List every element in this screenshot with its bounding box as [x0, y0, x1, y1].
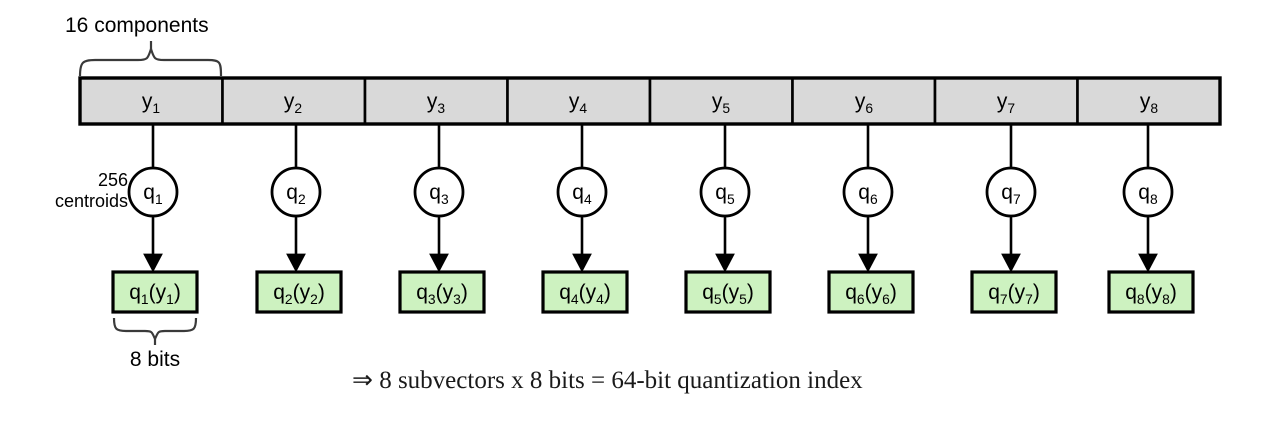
bar-cell-label-7: y7 — [997, 90, 1016, 116]
bar-cell-6[interactable] — [791, 76, 937, 126]
quantizer-label-5: q5 — [715, 181, 735, 207]
quantizer-column-4: q4 q4(y4) — [541, 124, 629, 314]
quantizer-label-4: q4 — [572, 181, 592, 207]
code-label-5: q5(y5) — [702, 281, 754, 307]
code-label-2: q2(y2) — [273, 281, 325, 307]
code-label-8: q8(y8) — [1125, 281, 1177, 307]
quantizer-label-7: q7 — [1001, 181, 1021, 207]
bar-outline — [78, 76, 1222, 126]
code-box-7[interactable] — [970, 270, 1058, 314]
code-box-4[interactable] — [541, 270, 629, 314]
bar-cell-label-3: y3 — [427, 90, 446, 116]
quantizer-label-8: q8 — [1138, 181, 1158, 207]
code-box-8[interactable] — [1107, 270, 1195, 314]
quantizer-label-6: q6 — [858, 181, 878, 207]
vector-bar: y1 y2 y3 y4 y5 y6 y7 y8 — [78, 76, 1222, 126]
bar-cell-label-6: y6 — [855, 90, 874, 116]
bar-cell-8[interactable] — [1076, 76, 1222, 126]
centroids-label-line1: 256 — [98, 170, 128, 190]
quantizer-label-1: q1 — [143, 181, 163, 207]
centroids-label-line2: centroids — [55, 191, 128, 211]
quantizer-label-2: q2 — [286, 181, 306, 207]
components-label: 16 components — [65, 14, 209, 37]
code-label-7: q7(y7) — [988, 281, 1040, 307]
code-label-3: q3(y3) — [416, 281, 468, 307]
quantizer-column-8: q8 q8(y8) — [1107, 124, 1195, 314]
bar-cell-label-5: y5 — [712, 90, 731, 116]
code-label-4: q4(y4) — [559, 281, 611, 307]
bar-cell-label-4: y4 — [569, 90, 588, 116]
bar-cell-label-1: y1 — [142, 90, 161, 116]
centroids-label: 256 centroids — [55, 170, 128, 211]
quantizer-column-6: q6 q6(y6) — [827, 124, 915, 314]
quantizer-column-7: q7 q7(y7) — [970, 124, 1058, 314]
code-box-5[interactable] — [684, 270, 772, 314]
summary-caption: ⇒ 8 subvectors x 8 bits = 64-bit quantiz… — [352, 367, 863, 394]
bar-cell-label-8: y8 — [1140, 90, 1159, 116]
bar-cell-label-2: y2 — [284, 90, 303, 116]
quantizer-column-2: q2 q2(y2) — [255, 124, 343, 314]
code-label-1: q1(y1) — [129, 281, 181, 307]
code-box-2[interactable] — [255, 270, 343, 314]
quantizer-column-1: q1 q1(y1) — [111, 124, 199, 314]
code-label-6: q6(y6) — [845, 281, 897, 307]
quantizer-column-3: q3 q3(y3) — [398, 124, 486, 314]
quantizer-column-5: q5 q5(y5) — [684, 124, 772, 314]
bits-brace — [112, 317, 198, 345]
components-brace — [78, 41, 223, 77]
quantizer-label-3: q3 — [429, 181, 449, 207]
bits-label: 8 bits — [130, 348, 180, 371]
code-box-6[interactable] — [827, 270, 915, 314]
code-box-1[interactable] — [111, 270, 199, 314]
code-box-3[interactable] — [398, 270, 486, 314]
